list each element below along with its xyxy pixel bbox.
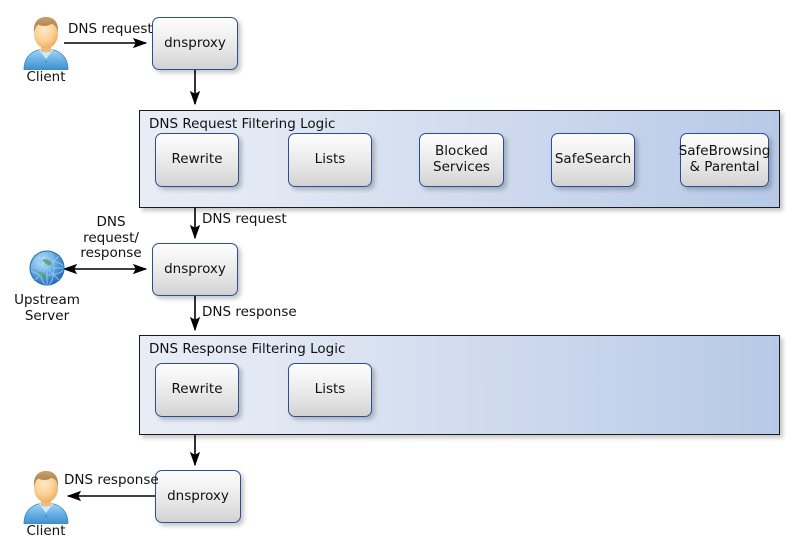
node-request-lists[interactable]: Lists	[288, 133, 372, 187]
actor-caption-upstream: Upstream Server	[0, 292, 94, 325]
edge-label-line2: request/	[83, 229, 139, 246]
node-dnsproxy-2[interactable]: dnsproxy	[152, 243, 238, 296]
node-label: dnsproxy	[167, 487, 229, 504]
group-title-response: DNS Response Filtering Logic	[149, 341, 346, 357]
group-title-request: DNS Request Filtering Logic	[149, 116, 336, 132]
actor-caption-client-top: Client	[26, 69, 66, 85]
node-label-line2: Services	[433, 159, 490, 175]
node-dnsproxy-1[interactable]: dnsproxy	[152, 17, 238, 70]
upstream-caption-line1: Upstream	[14, 292, 80, 308]
user-avatar-icon	[20, 14, 72, 71]
edge-label-proxy2-to-response-group: DNS response	[202, 304, 297, 320]
edge-label-upstream-exchange: DNS request/ response	[66, 214, 156, 262]
node-request-safesearch[interactable]: SafeSearch	[551, 133, 635, 187]
node-label: Lists	[314, 151, 346, 168]
node-label: Rewrite	[171, 151, 223, 168]
group-dns-response-filtering: DNS Response Filtering Logic	[139, 335, 780, 435]
node-label-line2: & Parental	[689, 159, 760, 175]
node-label: Lists	[314, 381, 346, 398]
node-label: dnsproxy	[164, 260, 226, 277]
user-avatar-icon	[20, 468, 72, 525]
node-response-lists[interactable]: Lists	[288, 363, 372, 417]
node-label-line1: SafeBrowsing	[678, 143, 771, 160]
upstream-caption-line2: Server	[24, 307, 70, 324]
edge-label-line3: response	[80, 245, 142, 262]
edge-label-line1: DNS	[96, 214, 126, 230]
node-request-blocked-services[interactable]: Blocked Services	[419, 133, 504, 187]
node-label: Rewrite	[171, 381, 223, 398]
edge-label-client-to-proxy1: DNS request	[68, 21, 153, 37]
node-label-line1: Blocked	[435, 143, 488, 160]
node-label: dnsproxy	[164, 34, 226, 51]
node-response-rewrite[interactable]: Rewrite	[155, 363, 239, 417]
node-label: SafeSearch	[554, 151, 632, 168]
node-request-rewrite[interactable]: Rewrite	[155, 133, 239, 187]
node-request-safebrowsing-parental[interactable]: SafeBrowsing & Parental	[678, 133, 771, 187]
actor-caption-client-bottom: Client	[26, 523, 66, 539]
globe-icon	[22, 243, 72, 293]
node-dnsproxy-3[interactable]: dnsproxy	[155, 470, 241, 523]
edge-label-proxy3-to-client: DNS response	[64, 472, 159, 488]
edge-label-request-group-to-proxy2: DNS request	[202, 211, 287, 227]
